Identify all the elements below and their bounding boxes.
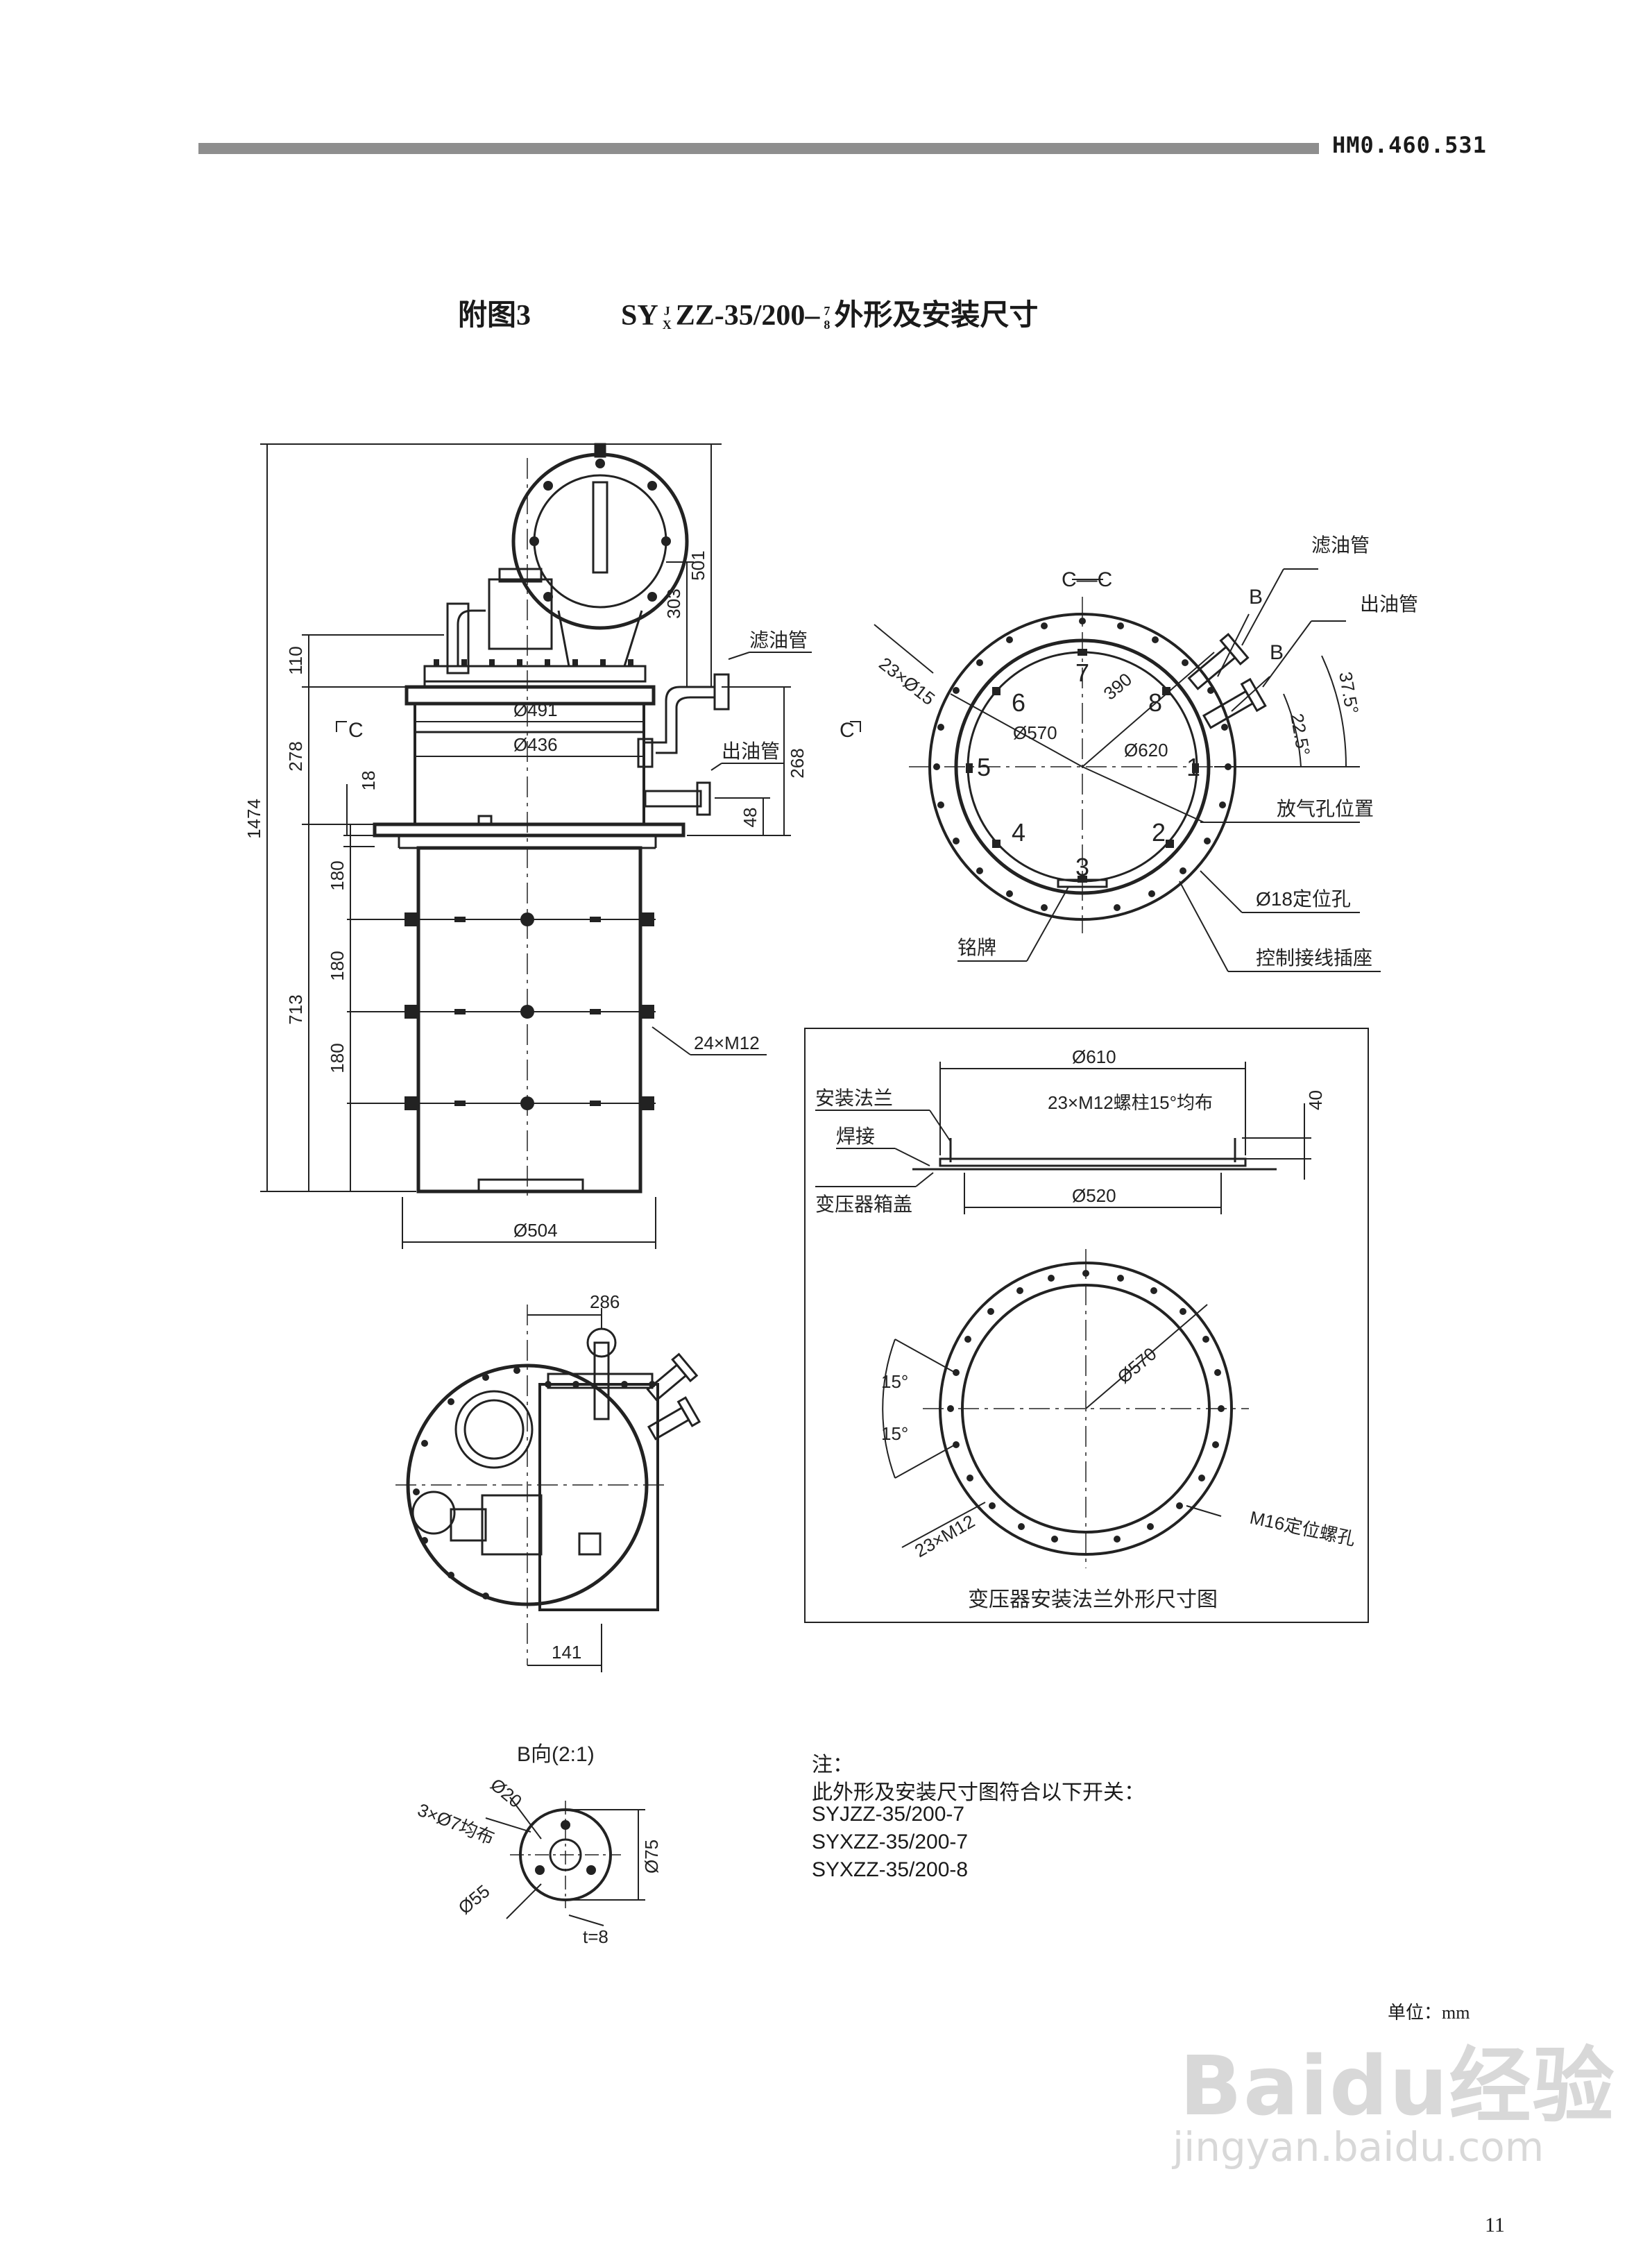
label-locating-hole: Ø18定位孔: [1256, 888, 1351, 910]
dim-501: 501: [688, 550, 708, 580]
position-4: 4: [1012, 818, 1025, 847]
flange-drawing-box: Ø610 23×M12螺柱15°均布 40 Ø520 安装法兰 焊接 变压器箱盖…: [804, 1028, 1369, 1623]
watermark-url: jingyan.baidu.com: [1173, 2123, 1544, 2171]
dim-141: 141: [552, 1642, 581, 1663]
dim-angle-15-upper: 15°: [881, 1371, 908, 1392]
document-code: HM0.460.531: [1332, 132, 1487, 158]
dim-dia75: Ø75: [641, 1840, 662, 1874]
dim-angle-15-lower: 15°: [881, 1423, 908, 1444]
label-tank-cover: 变压器箱盖: [815, 1194, 912, 1215]
dim-18: 18: [358, 771, 379, 791]
label-weld: 焊接: [836, 1126, 875, 1147]
dim-dia570: Ø570: [1013, 722, 1057, 743]
model-prefix: SY: [621, 300, 658, 332]
dim-t8: t=8: [583, 1926, 608, 1947]
dim-278: 278: [285, 741, 306, 771]
bolt-rows: [347, 912, 656, 1110]
section-c-c-view: C—C 1 2 3 4 5 6 7 8 Ø570 Ø620 390 23×Ø15…: [874, 534, 1418, 972]
page-number: 11: [1485, 2214, 1505, 2236]
label-b-lower: B: [1270, 641, 1284, 664]
dim-1474: 1474: [244, 799, 264, 839]
position-2: 2: [1152, 818, 1166, 847]
label-install-flange: 安装法兰: [815, 1087, 893, 1109]
label-24xm12: 24×M12: [694, 1033, 760, 1053]
section-title: C—C: [1062, 568, 1112, 591]
dim-390: 390: [1100, 669, 1136, 704]
header-rule: [198, 143, 1319, 154]
notes-model-1: SYJZZ-35/200-7: [812, 1803, 965, 1826]
dim-180-a: 180: [327, 860, 348, 890]
title-suffix: 外形及安装尺寸: [834, 300, 1039, 332]
flange-caption: 变压器安装法兰外形尺寸图: [968, 1588, 1218, 1611]
notes-model-3: SYXZZ-35/200-8: [812, 1858, 969, 1881]
position-7: 7: [1075, 659, 1089, 687]
front-view: 1474 110 278 18 713 180 180 180 501 303 …: [244, 443, 861, 1249]
section-mark-right: C: [840, 719, 855, 742]
dim-dia620: Ø620: [1124, 740, 1168, 761]
dim-holes-23xm12: 23×M12: [911, 1511, 978, 1561]
figure-number: 附图3: [458, 300, 531, 332]
dim-713: 713: [285, 994, 306, 1024]
notes-line-1: 此外形及安装尺寸图符合以下开关：: [812, 1781, 1145, 1804]
b-view-title: B向(2:1): [517, 1743, 595, 1766]
dim-dia610: Ø610: [1072, 1046, 1116, 1067]
label-outlet-pipe: 出油管: [722, 740, 780, 762]
position-3: 3: [1075, 853, 1089, 881]
watermark-brand: Baidu经验: [1180, 2038, 1616, 2134]
label-vent: 放气孔位置: [1277, 798, 1374, 819]
notes-heading: 注：: [812, 1753, 853, 1776]
position-1: 1: [1186, 753, 1200, 781]
dim-110: 110: [285, 646, 306, 674]
dim-268: 268: [787, 748, 808, 778]
dim-dia436: Ø436: [513, 734, 558, 755]
label-m16-bolt: M16定位螺孔: [1248, 1507, 1357, 1549]
dim-48: 48: [740, 808, 760, 828]
notes-model-2: SYXZZ-35/200-7: [812, 1831, 969, 1853]
section-mark-left: C: [348, 719, 364, 742]
dim-303: 303: [663, 588, 684, 618]
top-view: 286 141: [395, 1291, 701, 1672]
dim-3xd7: 3×Ø7均布: [415, 1799, 497, 1849]
label-nameplate: 铭牌: [957, 937, 996, 958]
unit-label: 单位：mm: [1388, 2003, 1470, 2023]
dim-180-b: 180: [327, 951, 348, 980]
dim-dia20: Ø20: [486, 1774, 526, 1812]
dim-dia55: Ø55: [454, 1880, 494, 1919]
label-filter-pipe-cc: 滤油管: [1311, 534, 1370, 556]
label-outlet-pipe-cc: 出油管: [1360, 593, 1418, 615]
dim-180-c: 180: [327, 1043, 348, 1073]
dim-dia504: Ø504: [513, 1220, 558, 1241]
b-view: B向(2:1) Ø20 3×Ø7均布 Ø55 Ø75 t=8: [415, 1743, 662, 1947]
model-middle: ZZ-35/200–: [675, 300, 820, 332]
label-filter-pipe: 滤油管: [749, 629, 808, 651]
position-8: 8: [1148, 688, 1162, 717]
dim-dia491: Ø491: [513, 699, 558, 720]
position-5: 5: [977, 753, 991, 781]
label-b-upper: B: [1249, 586, 1263, 609]
dim-40: 40: [1305, 1090, 1326, 1110]
dim-studs: 23×M12螺柱15°均布: [1048, 1092, 1213, 1113]
dim-286: 286: [590, 1291, 620, 1312]
label-control-socket: 控制接线插座: [1256, 947, 1372, 969]
dim-angle-22-5: 22.5°: [1286, 712, 1314, 757]
dim-dia520: Ø520: [1072, 1185, 1116, 1206]
position-6: 6: [1012, 688, 1025, 717]
dim-holes-23xd15: 23×Ø15: [875, 653, 939, 709]
